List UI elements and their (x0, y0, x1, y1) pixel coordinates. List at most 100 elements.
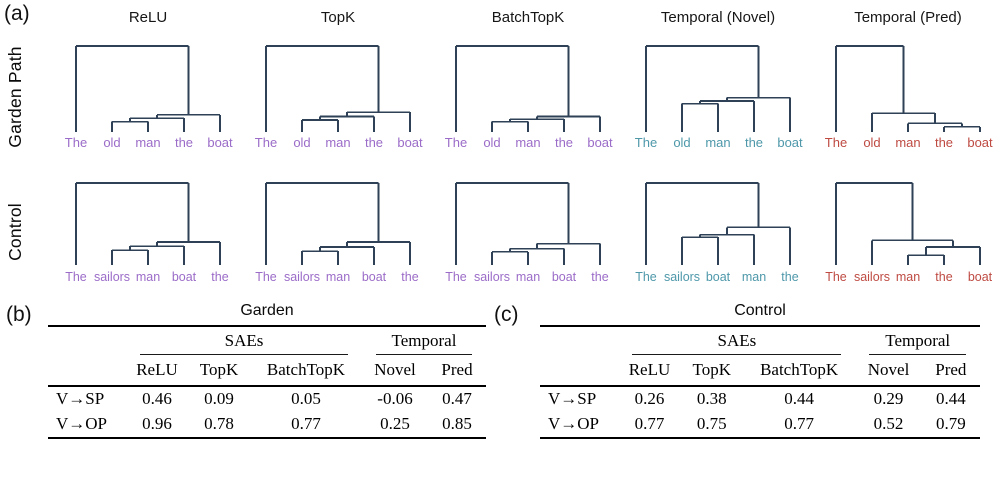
dendrogram-lines (75, 45, 221, 132)
leaf-label: the (781, 270, 798, 284)
dendrogram-lines (835, 45, 981, 132)
leaf-label: The (65, 135, 87, 150)
col-header-batchtopk: BatchTopK (250, 356, 362, 387)
leaf-label: boat (587, 135, 613, 150)
leaf-label: the (555, 135, 573, 150)
value-cell: 0.05 (291, 389, 321, 408)
leaf-label: boat (967, 135, 993, 150)
stub-cell (540, 326, 618, 356)
leaf-label: man (135, 135, 160, 150)
leaf-label: boat (706, 270, 731, 284)
group-header-label: Temporal (869, 331, 966, 355)
leaf-label: The (825, 135, 847, 150)
value-cell: 0.78 (204, 414, 234, 433)
dendrogram-lines (645, 182, 791, 265)
value-cell: 0.77 (291, 414, 321, 433)
leaf-label: The (445, 135, 467, 150)
leaf-label: man (742, 270, 766, 284)
value-cell: 0.77 (784, 414, 815, 433)
stub-cell (540, 356, 619, 387)
row-label: V→SP (548, 389, 597, 408)
col-header-novel: Novel (855, 356, 922, 387)
value-cell: 0.09 (204, 389, 234, 408)
leaf-label: the (935, 270, 952, 284)
dendrogram-lines (835, 182, 981, 265)
leaf-label: the (745, 135, 763, 150)
leaf-label: old (673, 135, 690, 150)
column-title-temporal-novel: Temporal (Novel) (660, 9, 776, 26)
leaf-label: the (401, 270, 418, 284)
stub-cell (48, 356, 126, 387)
leaf-label: boat (397, 135, 423, 150)
panel-c-label: (c) (494, 303, 519, 326)
col-header-novel: Novel (362, 356, 428, 387)
col-header-topk: TopK (188, 356, 250, 387)
value-cell: 0.47 (442, 389, 472, 408)
value-cell: 0.25 (380, 414, 410, 433)
stub-cell (48, 326, 126, 356)
leaf-label: sailors (854, 270, 890, 284)
col-header-batchtopk: BatchTopK (742, 356, 856, 387)
leaf-label: sailors (474, 270, 510, 284)
leaf-label: old (103, 135, 120, 150)
leaf-label: man (325, 135, 350, 150)
dendrogram-lines (645, 45, 791, 132)
leaf-label: The (825, 270, 847, 284)
leaf-label: sailors (284, 270, 320, 284)
column-title-batchtopk: BatchTopK (491, 9, 565, 26)
leaf-label: man (896, 270, 920, 284)
col-header-pred: Pred (428, 356, 486, 387)
value-cell: 0.29 (873, 389, 904, 408)
leaf-label: The (65, 270, 87, 284)
leaf-label: boat (207, 135, 233, 150)
leaf-label: the (935, 135, 953, 150)
leaf-label: boat (172, 270, 197, 284)
table-title-garden: Garden (240, 302, 294, 319)
leaf-label: the (591, 270, 608, 284)
row-label: V→OP (56, 414, 108, 433)
leaf-label: The (635, 135, 657, 150)
value-cell: 0.46 (142, 389, 172, 408)
leaf-label: old (863, 135, 880, 150)
leaf-label: boat (552, 270, 577, 284)
group-header-temporal: Temporal (855, 326, 980, 356)
group-header-saes: SAEs (618, 326, 855, 356)
col-header-relu: ReLU (126, 356, 188, 387)
row-label: V→OP (548, 414, 600, 433)
leaf-label: The (635, 270, 657, 284)
group-header-temporal: Temporal (362, 326, 486, 356)
value-cell: 0.44 (784, 389, 815, 408)
group-header-saes: SAEs (126, 326, 362, 356)
value-cell: -0.06 (377, 389, 413, 408)
leaf-label: man (136, 270, 160, 284)
group-header-label: SAEs (632, 331, 842, 355)
group-header-label: Temporal (376, 331, 472, 355)
column-title-relu: ReLU (128, 9, 168, 26)
leaf-label: boat (777, 135, 803, 150)
leaf-label: sailors (94, 270, 130, 284)
leaf-label: man (516, 270, 540, 284)
col-header-topk: TopK (680, 356, 743, 387)
dendrogram-lines (75, 182, 221, 265)
group-header-row: SAEs Temporal (48, 326, 486, 356)
leaf-label: man (895, 135, 920, 150)
leaf-label: man (515, 135, 540, 150)
row-label-garden-path: Garden Path (5, 46, 25, 148)
leaf-label: man (705, 135, 730, 150)
leaf-label: sailors (664, 270, 700, 284)
leaf-label: the (365, 135, 383, 150)
column-title-topk: TopK (320, 9, 356, 26)
